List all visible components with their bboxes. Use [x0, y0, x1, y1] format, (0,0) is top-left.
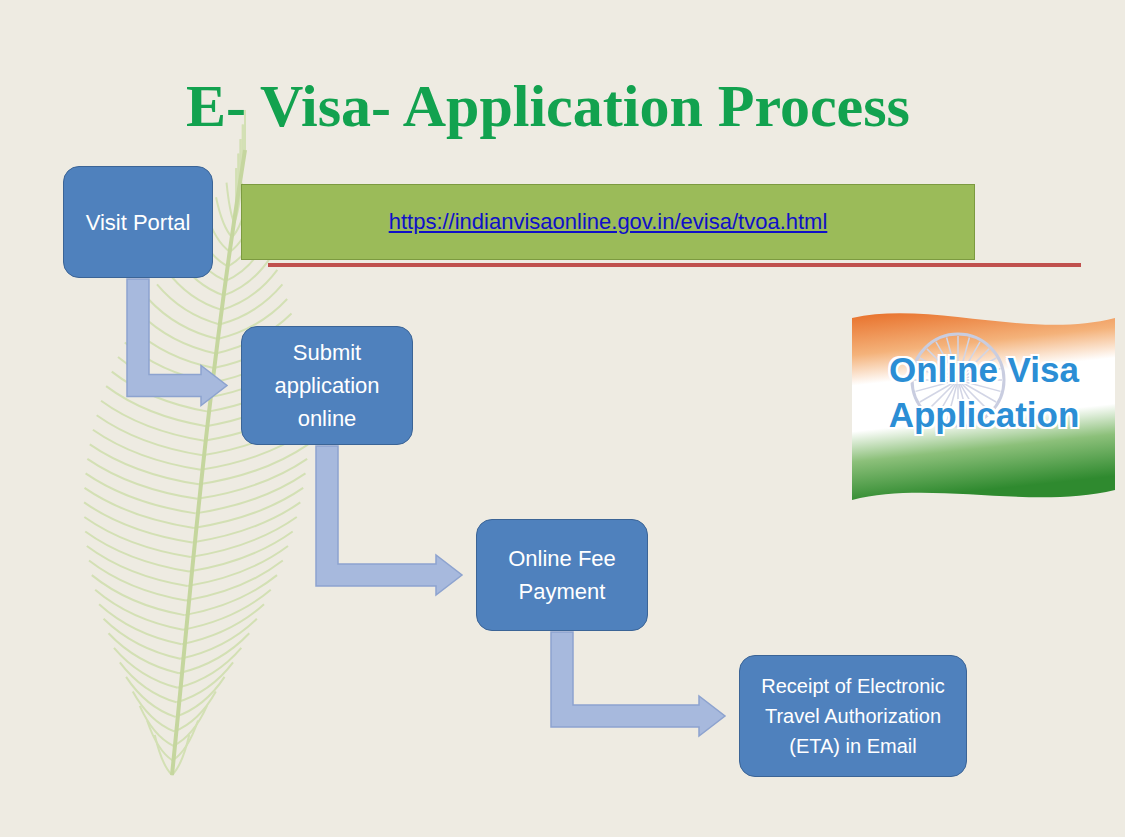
process-box: Receipt of Electronic Travel Authorizati… [739, 655, 967, 777]
feather-barb [140, 706, 174, 746]
feather-barb [191, 517, 297, 557]
image-caption: Online Visa Application [858, 348, 1110, 438]
feather-barb [180, 619, 257, 659]
feather-barb [183, 590, 271, 630]
arrow-shape [551, 632, 725, 736]
feather-barb [120, 662, 177, 702]
feather-barb [222, 270, 278, 310]
feather-barb [155, 735, 172, 775]
feather-barb [92, 575, 185, 615]
feather-barb [199, 444, 308, 484]
step-label: Visit Portal [86, 206, 191, 239]
feather-barb [133, 691, 175, 731]
feather-barb [86, 473, 196, 513]
arrow-shape [316, 446, 462, 595]
feather-barb [184, 575, 277, 615]
feather-barb [87, 546, 188, 586]
feather-barb [196, 473, 306, 513]
feather-barb [84, 502, 192, 542]
feather-barb [224, 255, 272, 295]
feather-barb [176, 662, 233, 702]
step-label: Online Fee Payment [487, 542, 637, 608]
step-label: Submit application online [252, 336, 402, 435]
title: E- Visa- Application Process [186, 72, 910, 141]
feather-barb [197, 459, 307, 499]
feather-barb [99, 604, 181, 644]
arrow-shape [127, 279, 227, 406]
feather-barb [104, 619, 181, 659]
node-text-group: Submit application online [252, 336, 402, 435]
feather-barb [87, 459, 197, 499]
feather-barb [182, 604, 264, 644]
feather-barb [189, 532, 293, 572]
feather-barb [85, 532, 189, 572]
feather-barb [90, 444, 199, 484]
feather-barb [93, 430, 201, 470]
url-link: https://indianvisaonline.gov.in/evisa/tv… [389, 209, 828, 234]
node-text-group: https://indianvisaonline.gov.in/evisa/tv… [389, 209, 828, 235]
node-text-group: Online Fee Payment [487, 542, 637, 608]
url-banner: https://indianvisaonline.gov.in/evisa/tv… [241, 184, 975, 260]
title-underline [268, 263, 1081, 267]
feather-barb [95, 590, 183, 630]
bent-arrow [316, 446, 462, 595]
feather-barb [186, 561, 283, 601]
feather-barb [192, 502, 300, 542]
feather-barb [89, 561, 186, 601]
process-box: Visit Portal [63, 166, 213, 278]
flag-banner [852, 313, 1115, 500]
bent-arrow [127, 279, 227, 406]
feather-barb [84, 517, 190, 557]
feather-barb [194, 488, 303, 528]
process-box: Online Fee Payment [476, 519, 648, 631]
feather-barb [178, 648, 242, 688]
feather-barb [109, 633, 179, 673]
bent-arrow [551, 632, 725, 736]
feather-barb [126, 677, 175, 717]
feather-barb [220, 284, 283, 324]
process-box: Submit application online [241, 326, 413, 445]
step-label: Receipt of Electronic Travel Authorizati… [750, 671, 956, 761]
feather-barb [114, 648, 178, 688]
node-text-group: Visit Portal [86, 206, 191, 239]
feather-barb [179, 633, 249, 673]
feather-barb [187, 546, 288, 586]
feather-barb [85, 488, 194, 528]
node-text-group: Receipt of Electronic Travel Authorizati… [750, 671, 956, 761]
